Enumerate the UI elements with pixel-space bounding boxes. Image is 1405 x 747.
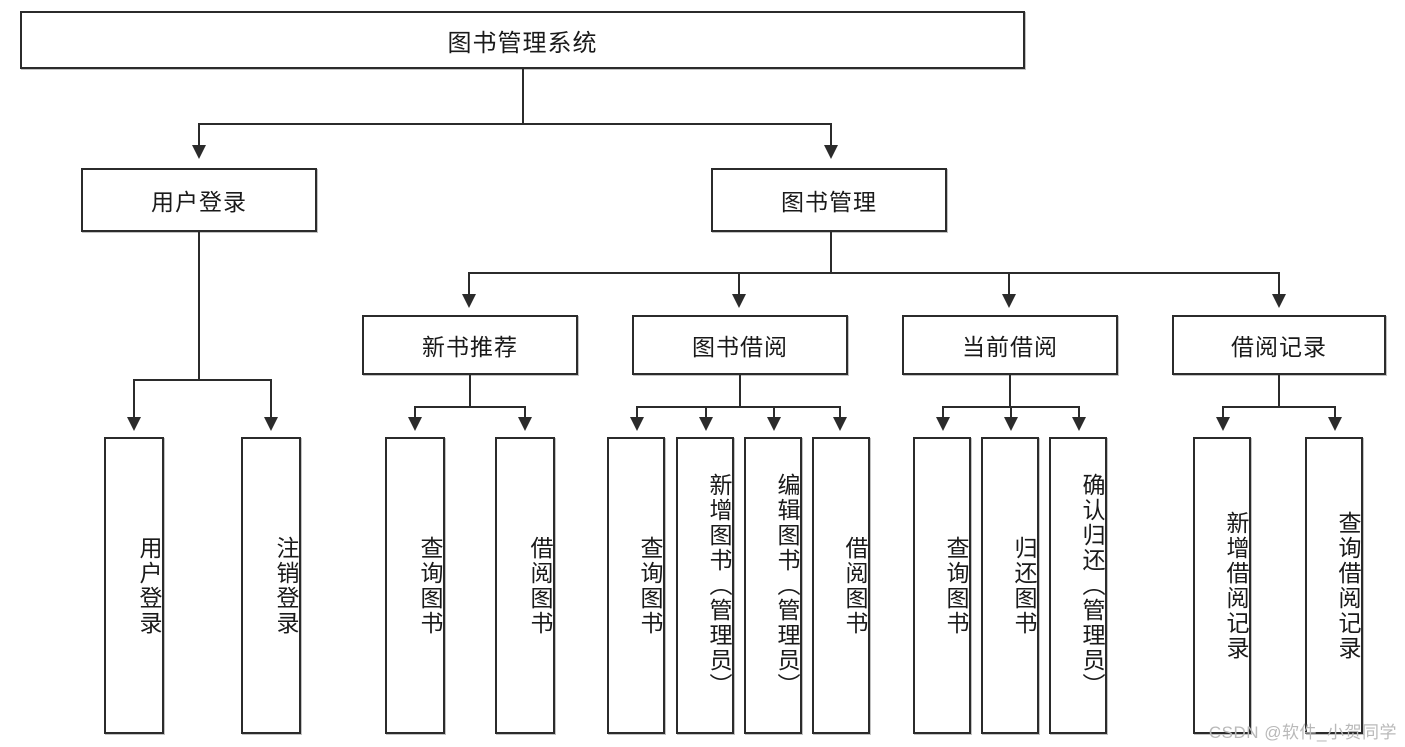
edge-bb-drop-4 (839, 406, 841, 419)
edge-cb-stem (1009, 375, 1011, 407)
edge-book-manage-stem (830, 232, 832, 274)
edge-user-login-bus (133, 379, 272, 381)
edge-cb-drop-1 (942, 406, 944, 419)
edge-br-stem (1278, 375, 1280, 407)
node-current-borrow[interactable]: 当前借阅 (902, 315, 1118, 375)
leaf-add-record[interactable]: 新增借阅记录 (1193, 437, 1251, 734)
arrow-to-leaf-edit-book (767, 417, 781, 431)
node-book-manage-label: 图书管理 (781, 189, 877, 215)
arrow-to-book-manage (824, 145, 838, 159)
arrow-to-leaf-query-book-3 (936, 417, 950, 431)
edge-user-login-drop-2 (270, 379, 272, 419)
arrow-to-leaf-confirm-return (1072, 417, 1086, 431)
leaf-borrow-book-2-label: 借阅图书 (842, 535, 868, 636)
leaf-query-record[interactable]: 查询借阅记录 (1305, 437, 1363, 734)
leaf-confirm-return[interactable]: 确认归还（管理员） (1049, 437, 1107, 734)
arrow-to-leaf-add-record (1216, 417, 1230, 431)
leaf-query-record-label: 查询借阅记录 (1335, 510, 1361, 661)
edge-br-bus (1222, 406, 1336, 408)
node-root-label: 图书管理系统 (447, 29, 598, 57)
edge-nbr-stem (469, 375, 471, 407)
node-user-login[interactable]: 用户登录 (81, 168, 317, 232)
edge-bb-stem (739, 375, 741, 407)
arrow-to-leaf-borrow-book-1 (518, 417, 532, 431)
leaf-add-book-label: 新增图书（管理员） (706, 473, 732, 698)
leaf-add-book[interactable]: 新增图书（管理员） (676, 437, 734, 734)
leaf-query-book-1[interactable]: 查询图书 (385, 437, 445, 734)
arrow-to-new-book-recommend (462, 294, 476, 308)
arrow-to-leaf-query-book-1 (408, 417, 422, 431)
leaf-user-logout[interactable]: 注销登录 (241, 437, 301, 734)
leaf-query-book-2-label: 查询图书 (637, 535, 663, 636)
edge-br-drop-1 (1222, 406, 1224, 419)
arrow-to-user-login (192, 145, 206, 159)
arrow-to-leaf-return-book (1004, 417, 1018, 431)
arrow-to-leaf-user-login (127, 417, 141, 431)
leaf-user-login[interactable]: 用户登录 (104, 437, 164, 734)
arrow-to-borrow-record (1272, 294, 1286, 308)
edge-level3-drop-2 (738, 272, 740, 296)
leaf-add-record-label: 新增借阅记录 (1223, 510, 1249, 661)
leaf-query-book-3-label: 查询图书 (943, 535, 969, 636)
leaf-borrow-book-1-label: 借阅图书 (527, 535, 553, 636)
leaf-return-book-label: 归还图书 (1011, 535, 1037, 636)
edge-level3-drop-4 (1278, 272, 1280, 296)
arrow-to-leaf-query-book-2 (630, 417, 644, 431)
leaf-user-logout-label: 注销登录 (273, 535, 299, 636)
leaf-user-login-label: 用户登录 (136, 535, 162, 636)
edge-level3-drop-1 (468, 272, 470, 296)
node-book-borrow-label: 图书借阅 (692, 334, 788, 360)
leaf-borrow-book-2[interactable]: 借阅图书 (812, 437, 870, 734)
edge-user-login-drop-1 (133, 379, 135, 419)
edge-cb-drop-2 (1010, 406, 1012, 419)
leaf-borrow-book-1[interactable]: 借阅图书 (495, 437, 555, 734)
edge-bb-bus (636, 406, 841, 408)
leaf-edit-book[interactable]: 编辑图书（管理员） (744, 437, 802, 734)
edge-nbr-drop-2 (524, 406, 526, 419)
arrow-to-leaf-user-logout (264, 417, 278, 431)
node-root[interactable]: 图书管理系统 (20, 11, 1025, 69)
edge-level3-bus (468, 272, 1280, 274)
watermark: CSDN @软件_小贺同学 (1208, 723, 1397, 742)
arrow-to-leaf-add-book (699, 417, 713, 431)
node-borrow-record-label: 借阅记录 (1231, 334, 1327, 360)
node-borrow-record[interactable]: 借阅记录 (1172, 315, 1386, 375)
edge-br-drop-2 (1334, 406, 1336, 419)
edge-root-bus (198, 123, 832, 125)
edge-root-drop-right (830, 123, 832, 147)
node-new-book-recommend-label: 新书推荐 (422, 334, 518, 360)
edge-cb-drop-3 (1078, 406, 1080, 419)
node-book-borrow[interactable]: 图书借阅 (632, 315, 848, 375)
edge-root-drop-left (198, 123, 200, 147)
node-current-borrow-label: 当前借阅 (962, 334, 1058, 360)
node-new-book-recommend[interactable]: 新书推荐 (362, 315, 578, 375)
node-book-manage[interactable]: 图书管理 (711, 168, 947, 232)
leaf-query-book-3[interactable]: 查询图书 (913, 437, 971, 734)
edge-user-login-stem (198, 232, 200, 380)
edge-bb-drop-2 (705, 406, 707, 419)
edge-bb-drop-1 (636, 406, 638, 419)
edge-level3-drop-3 (1008, 272, 1010, 296)
edge-nbr-bus (414, 406, 526, 408)
edge-nbr-drop-1 (414, 406, 416, 419)
arrow-to-current-borrow (1002, 294, 1016, 308)
edge-bb-drop-3 (773, 406, 775, 419)
arrow-to-book-borrow (732, 294, 746, 308)
edge-root-stem (522, 69, 524, 124)
node-user-login-label: 用户登录 (151, 189, 247, 215)
leaf-query-book-2[interactable]: 查询图书 (607, 437, 665, 734)
leaf-edit-book-label: 编辑图书（管理员） (774, 473, 800, 698)
arrow-to-leaf-borrow-book-2 (833, 417, 847, 431)
leaf-confirm-return-label: 确认归还（管理员） (1079, 473, 1105, 698)
leaf-query-book-1-label: 查询图书 (417, 535, 443, 636)
leaf-return-book[interactable]: 归还图书 (981, 437, 1039, 734)
arrow-to-leaf-query-record (1328, 417, 1342, 431)
